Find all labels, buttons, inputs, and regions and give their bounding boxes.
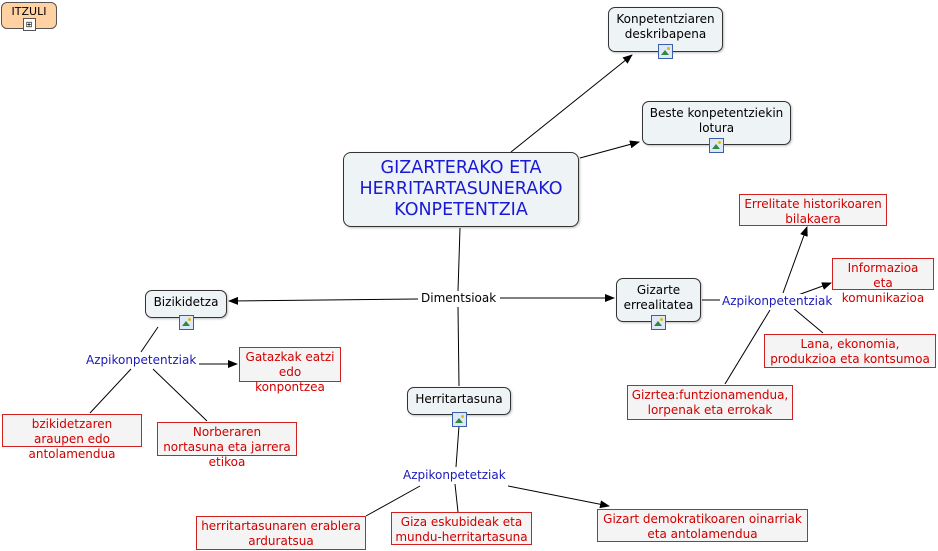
main-concept-label: GIZARTERAKO ETA HERRITARTASUNERAKO KONPE…: [359, 158, 563, 220]
link-azpi-errealitate: [782, 226, 808, 294]
leaf-demokratikoa[interactable]: Gizart demokratikoaren oinarriak eta ant…: [597, 509, 808, 542]
image-icon[interactable]: [709, 138, 724, 153]
link-label-azpikonpetentziak-gizarte: Azpikonpetentziak: [720, 294, 835, 309]
leaf-arauak[interactable]: bzikidetzaren araupen edo antolamendua: [2, 414, 142, 461]
leaf-nortasuna[interactable]: Norberaren nortasuna eta jarrera etikoa: [157, 422, 297, 469]
concept-herritartasuna[interactable]: Herritartasuna: [407, 387, 511, 427]
link-azpi-lana: [791, 306, 824, 334]
link-label-dimentsioak: Dimentsioak: [419, 291, 499, 306]
link-azpi-gizartea: [724, 309, 771, 385]
back-button-label: ITZULI: [11, 5, 47, 18]
concept-map-icon: ⊞: [22, 18, 36, 31]
back-button[interactable]: ITZULI ⊞: [1, 2, 57, 31]
concept-bizikidetza[interactable]: Bizikidetza: [145, 290, 227, 330]
link-main-dimentsioak: [457, 227, 461, 292]
link-azpi-informazioa: [797, 282, 832, 296]
link-main-deskribapena: [510, 54, 633, 153]
link-label-azpikonpetentziak-bizikidetza: Azpikonpetentziak: [84, 353, 199, 368]
leaf-gizartea[interactable]: Gizrtea:funtzionamendua, lorpenak eta er…: [627, 385, 793, 420]
link-herritartasuna-azpi: [455, 425, 460, 468]
link-azpi-giza: [454, 483, 459, 513]
leaf-gatazkak[interactable]: Gatazkak eatzi edo konpontzea: [239, 347, 341, 394]
image-icon[interactable]: [178, 315, 194, 330]
link-dimentsioak-bizikidetza: [228, 296, 419, 305]
link-azpi-demokratikoa: [507, 485, 610, 509]
leaf-errealitate[interactable]: Errelitate historikoaren bilakaera: [739, 194, 887, 226]
link-label-azpikonpetetziak-herritartasuna: Azpikonpetetziak: [401, 468, 508, 483]
leaf-informazioa[interactable]: Informazioa eta komunikazioa: [832, 258, 934, 305]
image-icon[interactable]: [658, 44, 673, 59]
concept-herritartasuna-label: Herritartasuna: [415, 392, 503, 406]
concept-deskribapena[interactable]: Konpetentziaren deskribapena: [608, 7, 723, 59]
image-icon[interactable]: [451, 412, 467, 427]
link-dimentsioak-herritartasuna: [457, 306, 460, 387]
concept-lotura-label: Beste konpetentziekin lotura: [649, 106, 784, 135]
leaf-giza[interactable]: Giza eskubideak eta mundu-herritartasuna: [391, 512, 532, 545]
concept-bizikidetza-label: Bizikidetza: [153, 295, 219, 309]
concept-lotura[interactable]: Beste konpetentziekin lotura: [642, 101, 791, 153]
leaf-erablera[interactable]: herritartasunaren erablera arduratsua: [196, 516, 366, 550]
image-icon[interactable]: [651, 315, 666, 330]
leaf-lana[interactable]: Lana, ekonomia, produkzioa eta kontsumoa: [764, 334, 936, 368]
main-concept[interactable]: GIZARTERAKO ETA HERRITARTASUNERAKO KONPE…: [343, 152, 579, 227]
link-main-lotura: [579, 140, 640, 159]
concept-gizarte[interactable]: Gizarte errealitatea: [616, 278, 701, 330]
link-azpi-nortasuna: [152, 368, 208, 422]
link-azpi-erablera: [365, 485, 421, 517]
concept-deskribapena-label: Konpetentziaren deskribapena: [616, 12, 715, 41]
link-bizikidetza-azpi: [140, 326, 159, 353]
link-azpi-arauak: [89, 368, 132, 414]
concept-gizarte-label: Gizarte errealitatea: [623, 283, 694, 312]
